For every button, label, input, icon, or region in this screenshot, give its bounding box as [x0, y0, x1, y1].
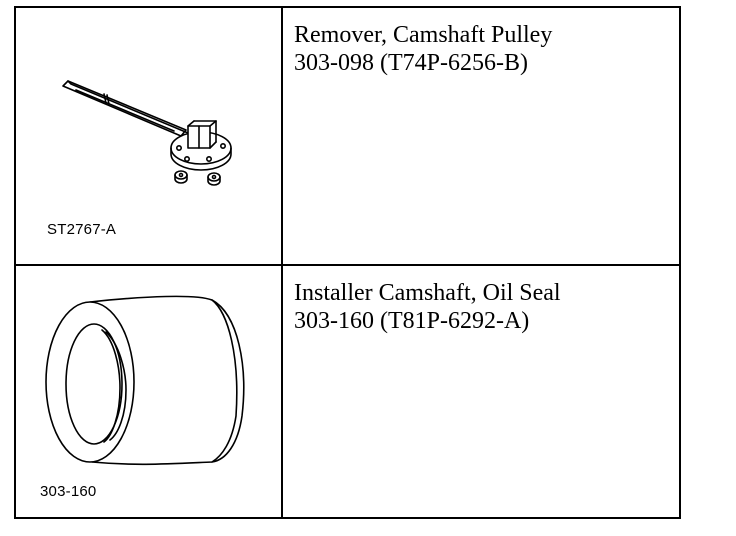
tool-number: 303-098 (T74P-6256-B)	[294, 50, 528, 76]
tool-number: 303-160 (T81P-6292-A)	[294, 308, 530, 334]
tool-description-cell: Remover, Camshaft Pulley 303-098 (T74P-6…	[281, 6, 681, 266]
tool-name: Installer Camshaft, Oil Seal	[294, 280, 561, 306]
illustration-code: ST2767-A	[47, 221, 117, 238]
tool-illustration-cell: 303-160	[14, 264, 283, 519]
tool-row: ST2767-A Remover, Camshaft Pulley 303-09…	[14, 6, 681, 266]
special-tools-table: ST2767-A Remover, Camshaft Pulley 303-09…	[14, 6, 681, 519]
illustration-code: 303-160	[40, 483, 97, 500]
tool-illustration-cell: ST2767-A	[14, 6, 283, 266]
tool-name: Remover, Camshaft Pulley	[294, 22, 553, 48]
tool-row: 303-160 Installer Camshaft, Oil Seal 303…	[14, 264, 681, 519]
tool-description-cell: Installer Camshaft, Oil Seal 303-160 (T8…	[281, 264, 681, 519]
camshaft-pulley-remover-icon	[62, 80, 232, 186]
camshaft-oil-seal-installer-icon	[45, 295, 245, 466]
